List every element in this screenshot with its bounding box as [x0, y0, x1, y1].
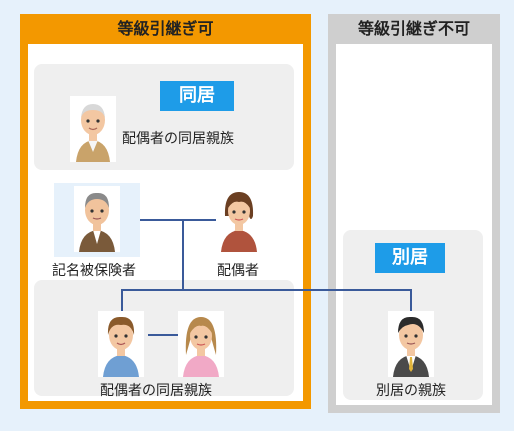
son-drop-line — [121, 289, 123, 311]
family-trunk-line — [182, 219, 184, 289]
separate-drop-line — [410, 289, 412, 311]
siblings-line — [148, 334, 178, 336]
insured-label: 記名被保険者 — [52, 263, 136, 279]
grandparent-label: 配偶者の同居親族 — [122, 131, 234, 147]
spouse-label: 配偶者 — [217, 263, 259, 279]
young-man-icon — [98, 311, 144, 377]
middle-aged-man-icon — [74, 186, 120, 252]
marriage-line — [118, 219, 220, 221]
children-line — [121, 289, 412, 291]
young-woman-icon — [178, 311, 224, 377]
transferable-panel-title: 等級引継ぎ可 — [117, 19, 214, 38]
elderly-man-icon — [70, 96, 116, 162]
businessman-icon — [388, 311, 434, 377]
cohabit-zone-bottom — [34, 280, 294, 396]
cohabit-badge: 同居 — [160, 81, 234, 111]
separate-relative-label: 別居の親族 — [376, 383, 446, 399]
non-transferable-panel-title: 等級引継ぎ不可 — [357, 19, 470, 38]
children-label: 配偶者の同居親族 — [100, 383, 212, 399]
separate-badge: 別居 — [375, 243, 445, 273]
woman-icon — [216, 186, 262, 252]
